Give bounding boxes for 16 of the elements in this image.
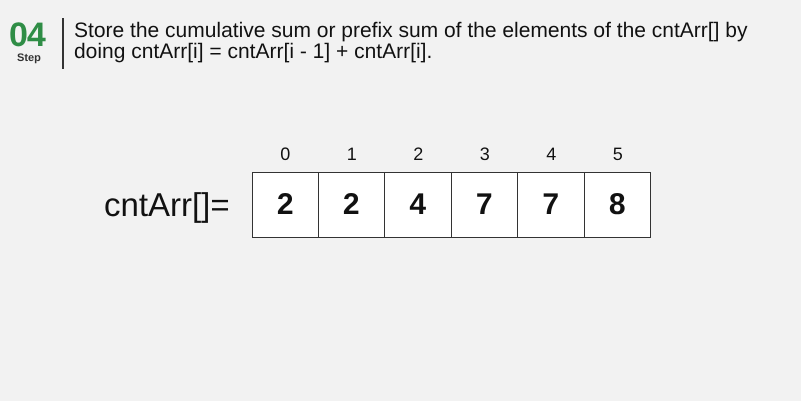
- array-cell: 8: [584, 172, 651, 238]
- index-label: 0: [279, 144, 292, 164]
- step-label: Step: [17, 52, 41, 65]
- step-number: 04: [9, 16, 45, 54]
- array-cell: 2: [252, 172, 318, 238]
- index-label: 2: [412, 144, 424, 164]
- array-cell: 7: [450, 172, 518, 238]
- index-label: 3: [478, 144, 491, 164]
- array-cell: 4: [384, 172, 452, 238]
- index-label: 4: [545, 144, 558, 164]
- instruction-text: Store the cumulative sum or prefix sum of the elements of the cntArr[] by doing cntArr[i] = cntArr[i - 1] + cntArr[i].: [74, 20, 748, 62]
- index-label: 5: [612, 144, 624, 164]
- index-label: 1: [346, 144, 358, 164]
- array-label: cntArr[]=: [104, 185, 230, 225]
- array-cell: 7: [517, 172, 584, 238]
- array-cell: 2: [318, 172, 385, 238]
